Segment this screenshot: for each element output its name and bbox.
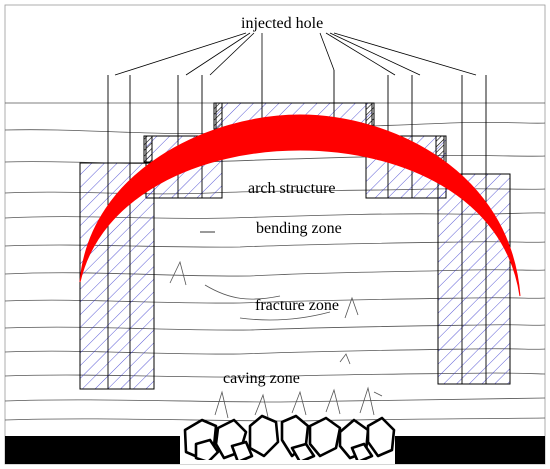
ground-gap [180, 460, 395, 464]
caving-rocks [183, 414, 396, 464]
injected-hole-leaders [114, 32, 477, 76]
arch-structure-label: arch structure [248, 180, 336, 197]
caving-spikes [214, 386, 383, 419]
fracture-zone-label: fracture zone [255, 297, 339, 314]
grout-cap-left-2 [143, 135, 153, 163]
ground-left [5, 436, 180, 464]
arch-structure-shape [79, 114, 521, 297]
bending-zone-label: bending zone [256, 220, 342, 237]
injected-holes [107, 70, 487, 389]
grout-cap-left [213, 102, 223, 130]
injected-hole-label: injected hole [241, 15, 323, 32]
ground-right [395, 436, 545, 464]
caving-zone-label: caving zone [223, 370, 300, 387]
